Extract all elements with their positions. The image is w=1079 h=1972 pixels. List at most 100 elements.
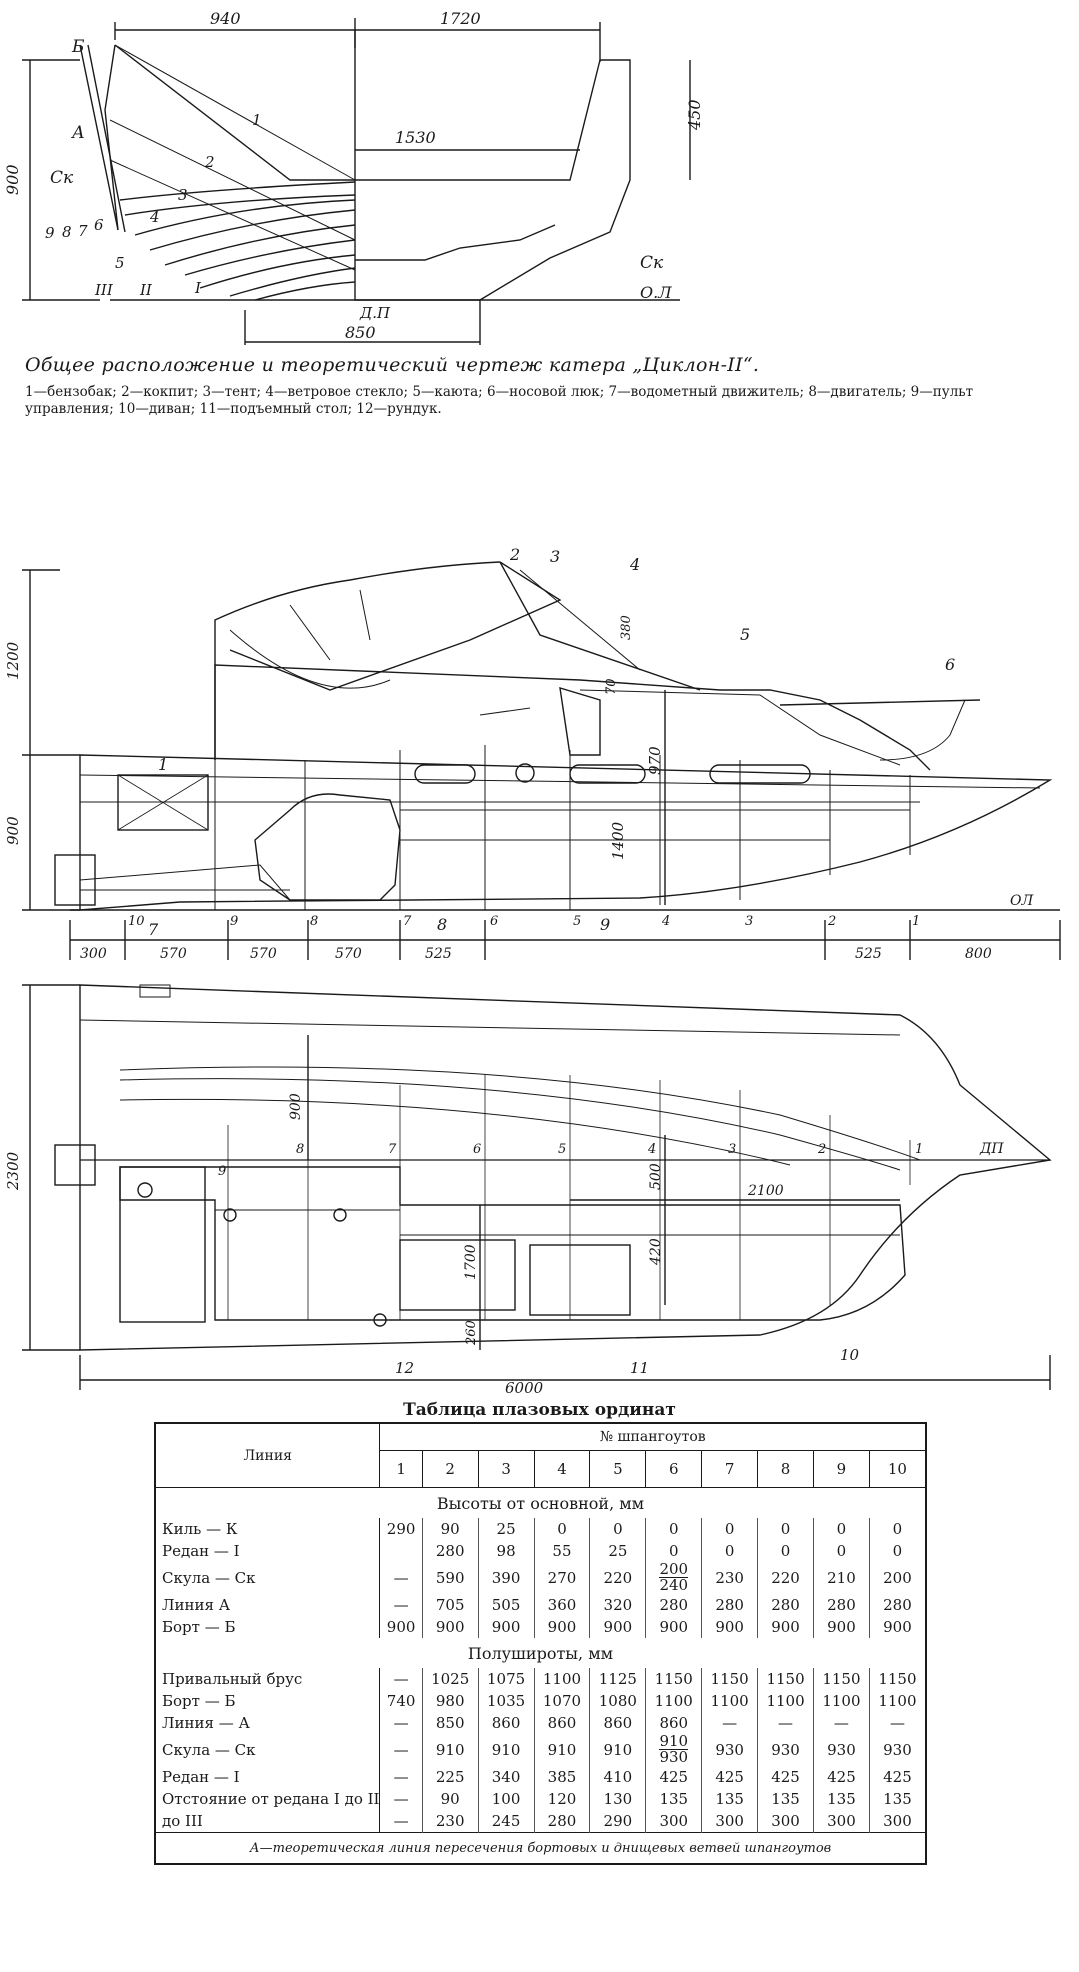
table-cell: 1150	[812, 1668, 870, 1690]
table-cell: 290	[589, 1810, 646, 1833]
table-cell: 910	[589, 1734, 646, 1766]
table-cell: —	[701, 1712, 758, 1734]
table-cell: 0	[812, 1540, 870, 1562]
table-cell: 900	[645, 1616, 702, 1638]
table-cell: 220	[589, 1562, 646, 1594]
plan-callout-10: 10	[840, 1346, 860, 1364]
table-cell: —	[379, 1734, 423, 1766]
frame-3: 3	[745, 914, 753, 929]
side-dim-570b: 570	[250, 946, 277, 962]
label-4: 4	[149, 208, 160, 226]
table-cell: 1025	[421, 1668, 479, 1690]
table-cell: 740	[379, 1690, 423, 1712]
row-label: Привальный брус	[155, 1668, 381, 1690]
label-7: 7	[78, 222, 88, 240]
table-cell: 225	[421, 1766, 479, 1788]
table-cell: 900	[589, 1616, 646, 1638]
table-cell: 385	[533, 1766, 590, 1788]
frame-4: 4	[661, 914, 670, 929]
side-ol: ОЛ	[1010, 893, 1033, 909]
plan-dp: ДП	[979, 1141, 1004, 1157]
label-5: 5	[115, 254, 125, 272]
label-9: 9	[45, 224, 55, 242]
row-label: Редан — I	[155, 1766, 381, 1788]
label-8: 8	[62, 223, 72, 241]
side-dim-570c: 570	[335, 946, 362, 962]
table-cell: 705	[421, 1594, 479, 1616]
frame-7: 7	[403, 914, 412, 929]
dim-900: 900	[3, 164, 22, 195]
frame-1: 1	[912, 914, 920, 929]
label-b: Б	[71, 37, 85, 57]
table-cell: 850	[421, 1712, 479, 1734]
side-dim-525b: 525	[855, 946, 882, 962]
table-cell: 280	[868, 1594, 926, 1616]
callout-3: 3	[550, 547, 560, 566]
table-cell: —	[379, 1668, 423, 1690]
table-cell: 300	[757, 1810, 814, 1833]
table-cell: 280	[757, 1594, 814, 1616]
table-cell: 280	[533, 1810, 590, 1833]
side-dim-70: 70	[604, 678, 619, 695]
table-cell: 100	[477, 1788, 535, 1810]
table-cell: 930	[701, 1734, 758, 1766]
table-cell: 300	[812, 1810, 870, 1833]
caption-title: Общее расположение и теоретический черте…	[25, 354, 760, 376]
table-cell: 900	[868, 1616, 926, 1638]
side-dim-570a: 570	[160, 946, 187, 962]
frame-8: 8	[310, 914, 318, 929]
table-cell: 1100	[868, 1690, 926, 1712]
table-cell: —	[379, 1594, 423, 1616]
label-2: 2	[204, 153, 215, 171]
callout-5: 5	[740, 625, 750, 644]
table-cell: 300	[701, 1810, 758, 1833]
dim-1720: 1720	[440, 9, 481, 28]
label-ol: О.Л	[640, 283, 672, 302]
side-dim-380: 380	[619, 615, 634, 640]
table-cell: 135	[757, 1788, 814, 1810]
table-cell: 230	[701, 1562, 758, 1594]
row-label: Отстояние от редана I до II	[155, 1788, 381, 1810]
frame-number-header: 9	[812, 1450, 870, 1488]
label-redan-iii: III	[94, 281, 114, 299]
table-cell: 425	[645, 1766, 702, 1788]
callout-8: 8	[437, 915, 447, 934]
table-cell: 340	[477, 1766, 535, 1788]
side-view-drawing	[22, 561, 1061, 960]
figure-caption: Общее расположение и теоретический черте…	[25, 353, 1055, 418]
table-cell: 900	[812, 1616, 870, 1638]
table-cell: —	[379, 1562, 423, 1594]
frame-6: 6	[490, 914, 498, 929]
table-cell: 0	[812, 1518, 870, 1540]
side-dim-525a: 525	[425, 946, 452, 962]
table-cell: 1075	[477, 1668, 535, 1690]
plan-frame-6: 6	[473, 1142, 481, 1157]
table-cell: 860	[645, 1712, 702, 1734]
callout-2: 2	[509, 545, 520, 564]
theoretical-drawing	[22, 18, 691, 345]
label-dp: Д.П	[359, 304, 391, 322]
plan-view-labels: 2300 900 500 2100 420 1700 260 6000 9 8 …	[4, 1093, 1004, 1395]
table-cell: 930	[868, 1734, 926, 1766]
plan-callout-11: 11	[630, 1359, 649, 1377]
dim-450: 450	[685, 99, 704, 131]
side-dim-1200: 1200	[4, 641, 22, 680]
side-dim-1400: 1400	[609, 821, 627, 860]
callout-1: 1	[158, 755, 168, 774]
table-cell: 410	[589, 1766, 646, 1788]
table-cell: 900	[701, 1616, 758, 1638]
table-cell: 1100	[701, 1690, 758, 1712]
plan-dim-6000: 6000	[505, 1379, 544, 1395]
callout-6: 6	[945, 655, 955, 674]
label-sk-left: Ск	[50, 168, 74, 188]
